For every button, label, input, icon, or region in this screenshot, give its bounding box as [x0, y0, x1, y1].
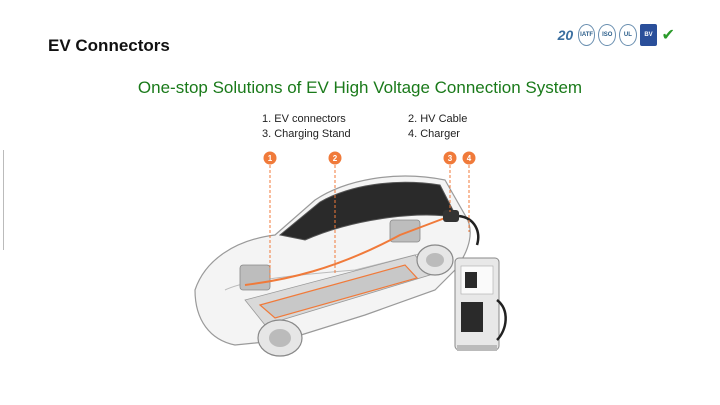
- leader-lines: [269, 165, 470, 280]
- marker-1: 1: [263, 151, 277, 165]
- legend-column-left: 1. EV connectors 3. Charging Stand: [262, 112, 351, 142]
- legend-item-ev-connectors: 1. EV connectors: [262, 113, 346, 125]
- iso-badge-icon: ISO: [598, 24, 617, 46]
- marker-2: 2: [328, 151, 342, 165]
- legend-item-charging-stand: 3. Charging Stand: [262, 128, 351, 140]
- left-edge-line: [3, 150, 4, 250]
- charger-station-illustration: [454, 257, 507, 351]
- marker-4: 4: [462, 151, 476, 165]
- legend-column-right: 2. HV Cable 4. Charger: [408, 112, 467, 142]
- marker-4-label: 4: [467, 154, 472, 163]
- iatf-badge-icon: IATF: [577, 24, 596, 46]
- rohs-check-icon: ✔: [661, 27, 675, 44]
- marker-3: 3: [443, 151, 457, 165]
- marker-2-label: 2: [333, 154, 338, 163]
- marker-3-label: 3: [448, 154, 453, 163]
- charging-cable-illustration: [443, 210, 480, 246]
- certification-badges: 20 IATF ISO UL BV ✔: [556, 22, 676, 48]
- slide-title: EV Connectors: [48, 36, 170, 55]
- car-illustration: [194, 175, 471, 357]
- slide-subtitle: One-stop Solutions of EV High Voltage Co…: [137, 78, 583, 97]
- cert-badge-icon: UL: [619, 24, 637, 46]
- anniversary-badge-icon: 20: [557, 27, 574, 43]
- bureau-badge-icon: BV: [639, 24, 658, 46]
- legend-item-charger: 4. Charger: [408, 128, 460, 140]
- legend-item-hv-cable: 2. HV Cable: [408, 113, 468, 125]
- marker-1-label: 1: [268, 154, 273, 163]
- ev-system-diagram: 1 2 3 4: [194, 151, 507, 357]
